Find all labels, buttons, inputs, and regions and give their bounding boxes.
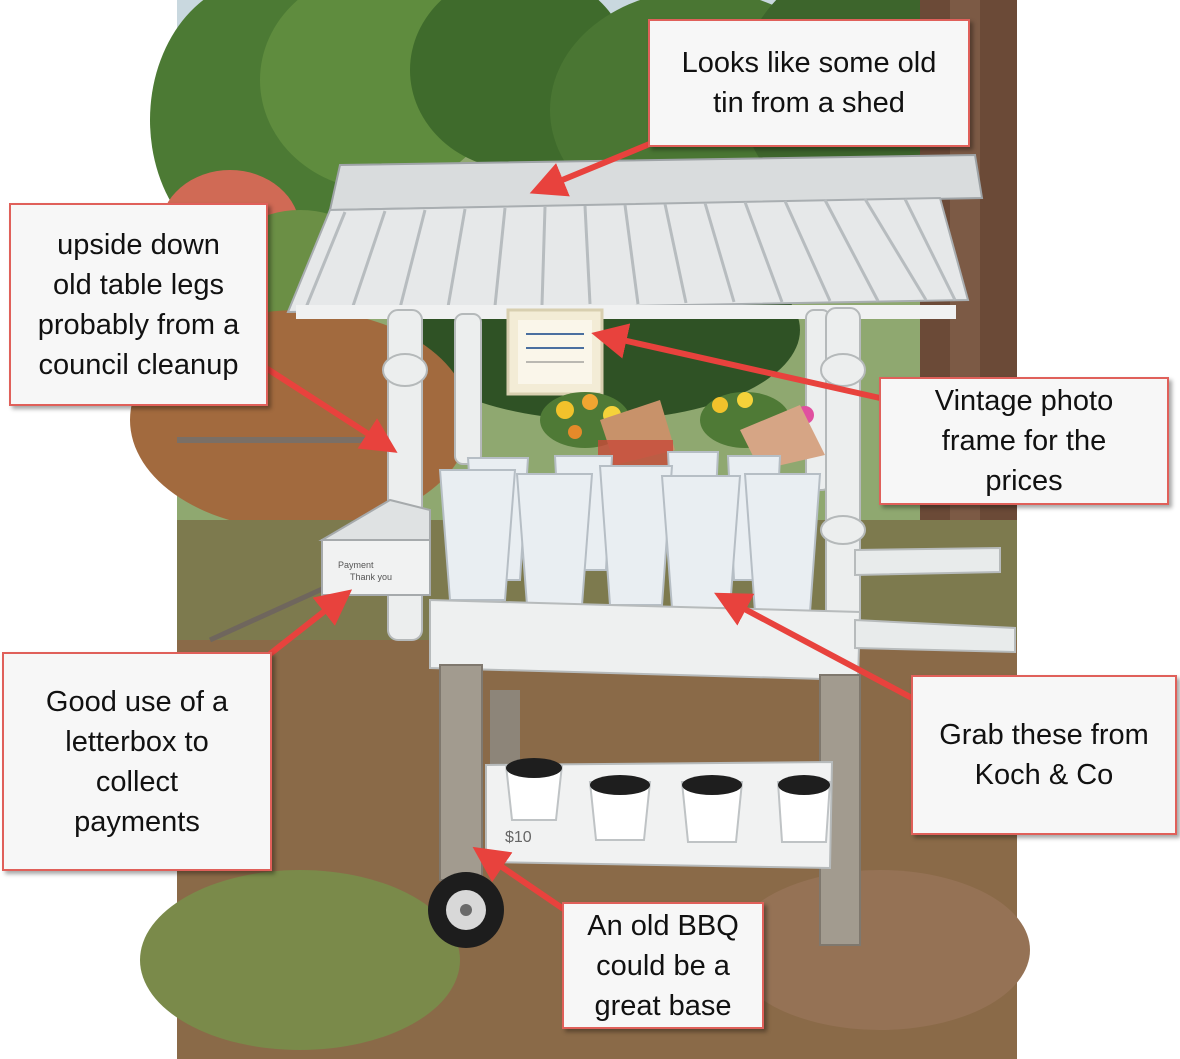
bbq-leg-left <box>439 664 483 881</box>
callout-buckets: Grab these from Koch & Co <box>911 675 1177 835</box>
payment-sign-line1: Payment <box>338 560 374 570</box>
tin-roof <box>286 196 970 314</box>
white-buckets <box>438 451 822 613</box>
callout-table-legs-text: upside down old table legs probably from… <box>37 228 240 381</box>
cart-tray <box>429 598 862 682</box>
bbq-lower-shelf <box>485 760 834 870</box>
callout-tin-roof: Looks like some old tin from a shed <box>648 19 970 147</box>
callout-bbq-base-text: An old BBQ could be a great base <box>587 909 739 1022</box>
cart-handle-upper <box>854 546 1001 577</box>
shelf-price: $10 <box>505 829 532 846</box>
table-leg-left-back <box>454 313 482 465</box>
tin-roof-ridge <box>328 153 984 212</box>
letterbox: Payment Thank you <box>318 498 431 596</box>
callout-letterbox: Good use of a letterbox to collect payme… <box>2 652 272 871</box>
callout-tin-roof-text: Looks like some old tin from a shed <box>681 47 937 119</box>
callout-bbq-base: An old BBQ could be a great base <box>562 902 764 1029</box>
bbq-wheel <box>428 872 504 948</box>
small-pots <box>504 758 832 843</box>
callout-buckets-text: Grab these from Koch & Co <box>939 719 1149 791</box>
payment-sign-line2: Thank you <box>350 572 392 582</box>
callout-photo-frame: Vintage photo frame for the prices <box>879 377 1169 505</box>
callout-table-legs: upside down old table legs probably from… <box>9 203 268 406</box>
callout-photo-frame-text: Vintage photo frame for the prices <box>934 385 1114 497</box>
callout-letterbox-text: Good use of a letterbox to collect payme… <box>45 685 229 838</box>
